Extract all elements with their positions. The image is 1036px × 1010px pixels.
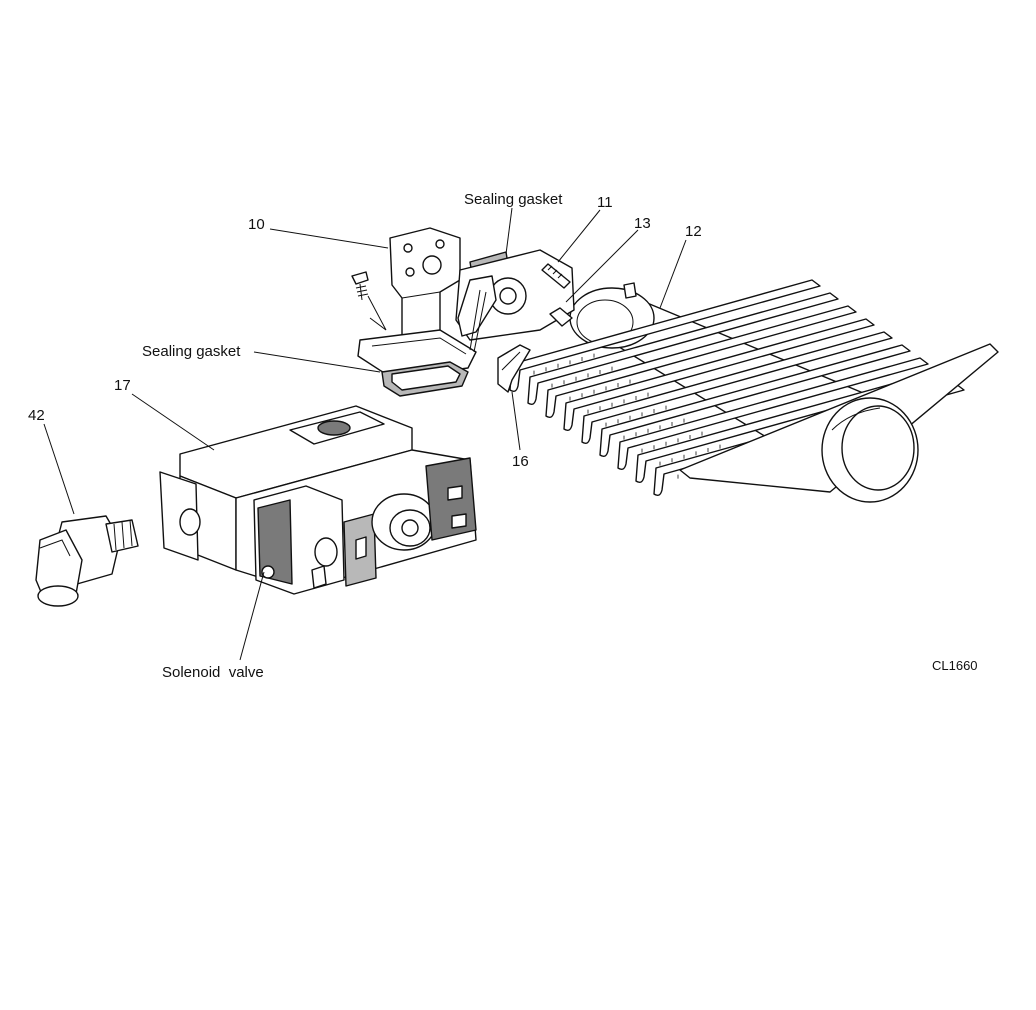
label-part-42: 42 — [28, 407, 45, 424]
burner-blade — [581, 331, 893, 445]
burner-blade — [545, 305, 857, 419]
label-part-10: 10 — [248, 216, 265, 233]
label-part-13: 13 — [634, 215, 651, 232]
burner-blade — [509, 279, 821, 393]
gas-valve-17 — [159, 405, 477, 595]
burner-blades — [509, 279, 999, 497]
gas-valve-housing-11-13 — [455, 249, 575, 353]
bracket-clip-16 — [497, 344, 531, 393]
burner-blade — [599, 344, 911, 458]
burner-blade — [617, 357, 929, 471]
label-sealing-gasket-left: Sealing gasket — [142, 343, 241, 360]
label-part-11: 11 — [597, 194, 613, 211]
label-sealing-gasket-top: Sealing gasket — [464, 191, 563, 208]
label-part-12: 12 — [685, 223, 702, 240]
fitting-42 — [35, 515, 139, 607]
label-part-17: 17 — [114, 377, 131, 394]
burner-assembly — [509, 279, 999, 503]
figure-code: CL1660 — [932, 658, 978, 673]
label-solenoid-valve: Solenoid valve — [162, 664, 264, 681]
sealing-gasket-lower — [381, 361, 469, 397]
label-part-16: 16 — [512, 453, 529, 470]
burner-blade — [563, 318, 875, 432]
burner-blade — [527, 292, 839, 406]
leader-lines — [43, 207, 687, 661]
